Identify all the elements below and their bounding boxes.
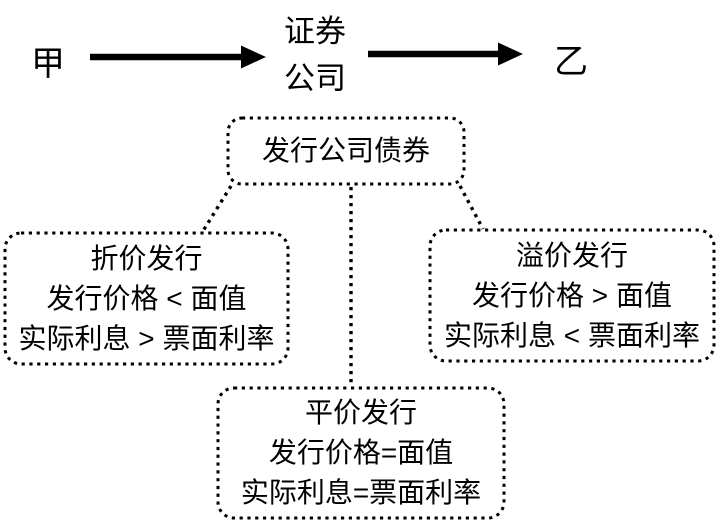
arrow-securities-company-to-b-head — [498, 42, 523, 66]
arrow-securities-company-to-b — [368, 42, 523, 66]
root-box-label: 发行公司债券 — [261, 135, 430, 166]
connector-root-to-premium — [458, 185, 485, 230]
box-premium-issue: 溢价发行 发行价格 > 面值 实际利息 < 票面利率 — [430, 230, 714, 361]
root-box-issue-corporate-bonds: 发行公司债券 — [228, 118, 464, 184]
discount-rule-interest: 实际利息 > 票面利率 — [18, 322, 275, 354]
discount-title: 折价发行 — [90, 242, 203, 274]
par-title: 平价发行 — [304, 397, 417, 428]
arrow-a-to-securities-company — [90, 45, 266, 69]
securities-company-line2: 公司 — [284, 61, 346, 96]
securities-company-label: 证券 公司 — [262, 8, 368, 102]
party-b-label: 乙 — [554, 43, 588, 81]
premium-rule-price: 发行价格 > 面值 — [472, 279, 672, 311]
premium-title: 溢价发行 — [515, 239, 628, 271]
par-rule-price: 发行价格=面值 — [268, 437, 454, 468]
discount-rule-price: 发行价格 < 面值 — [46, 282, 247, 314]
box-par-issue: 平价发行 发行价格=面值 实际利息=票面利率 — [218, 388, 504, 518]
party-a-label: 甲 — [31, 45, 65, 83]
box-discount-issue: 折价发行 发行价格 < 面值 实际利息 > 票面利率 — [5, 233, 288, 364]
securities-company-line1: 证券 — [284, 14, 346, 49]
par-rule-interest: 实际利息=票面利率 — [240, 477, 482, 508]
premium-rule-interest: 实际利息 < 票面利率 — [444, 319, 700, 351]
connector-root-to-discount — [201, 185, 233, 232]
